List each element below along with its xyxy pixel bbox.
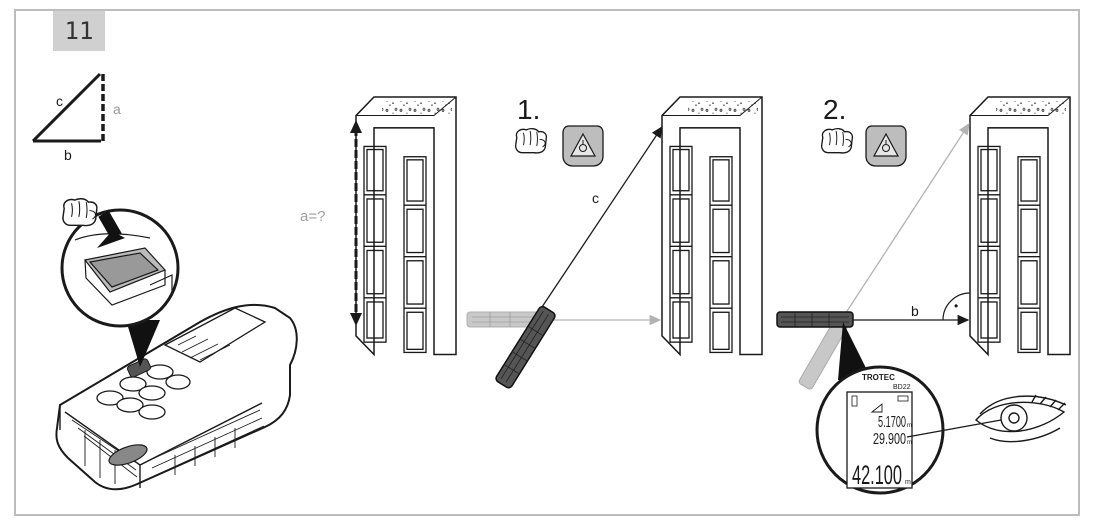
beam-b-label: b: [911, 303, 919, 319]
measure-button-icon-2: [865, 125, 907, 167]
display-line-1: 5.1700: [878, 414, 906, 431]
eye-icon: [975, 394, 1067, 443]
panel-step-1: 1. c: [466, 94, 763, 389]
laser-distance-meter: [55, 197, 298, 491]
figure-frame: [14, 9, 1080, 516]
legend-c-label: c: [56, 93, 63, 109]
display-result: 42.100: [852, 460, 902, 490]
panel-unknown-height: a=?: [300, 96, 457, 356]
unknown-height-label: a=?: [300, 208, 325, 225]
device-brand: TROTEC: [862, 373, 895, 382]
unit-3: m: [905, 479, 911, 486]
measure-button-icon: [562, 125, 604, 167]
panel-step-2: 2. b • TROTEC BD22 5.1700 29.900: [776, 94, 1071, 495]
beam-c-label: c: [592, 190, 599, 206]
display-line-2: 29.900: [873, 431, 906, 448]
step-2-label: 2.: [823, 94, 846, 125]
hypotenuse-c-line: [31, 72, 102, 143]
beam-c-line: [527, 125, 663, 329]
figure-number: 11: [53, 11, 105, 51]
display-readout: TROTEC BD22 5.1700 29.900 42.100 m m m: [846, 373, 913, 490]
triangle-legend: c a b: [31, 72, 121, 163]
step-1-label: 1.: [517, 94, 540, 125]
legend-b-label: b: [64, 147, 72, 163]
unit-2: m: [907, 440, 912, 446]
press-fist-icon: [515, 127, 548, 154]
unit-1: m: [907, 423, 912, 429]
right-angle-dot: •: [954, 299, 958, 313]
press-fist-icon-2: [821, 127, 854, 154]
device-model: BD22: [893, 384, 911, 391]
legend-a-label: a: [113, 101, 121, 117]
